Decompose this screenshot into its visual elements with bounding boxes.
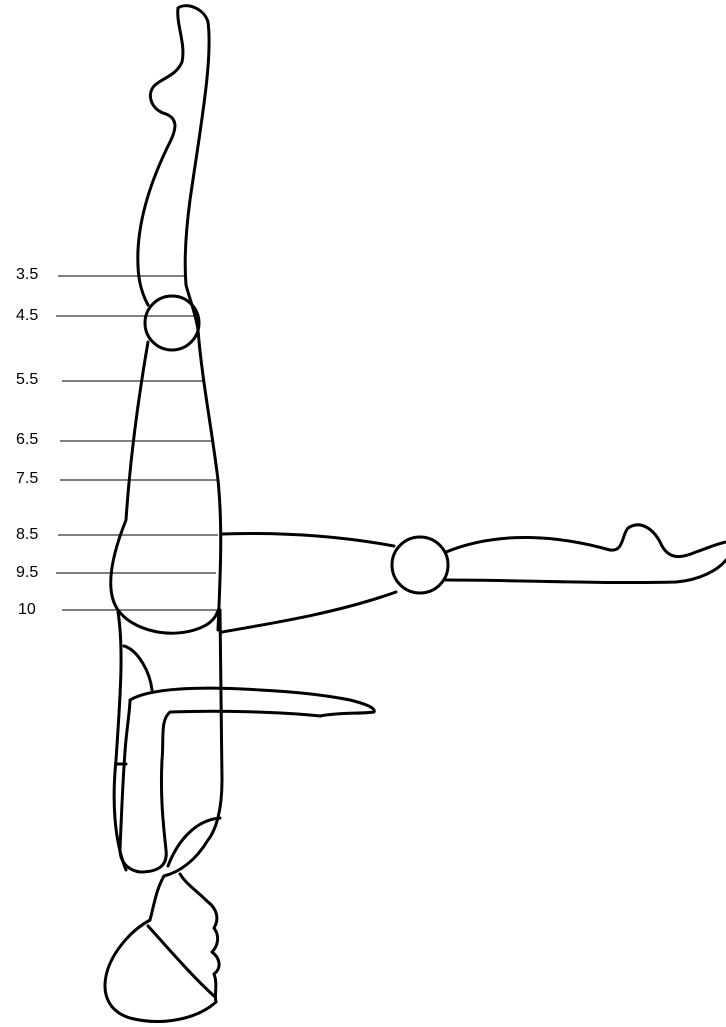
horizontal-foot-bottom-outline bbox=[446, 560, 726, 583]
measurement-label: 9.5 bbox=[16, 564, 38, 581]
measurement-mark: 3.5 bbox=[16, 266, 186, 283]
upper-knee-circle bbox=[145, 296, 199, 350]
measurement-label: 10 bbox=[18, 601, 36, 618]
measurement-label: 4.5 bbox=[16, 307, 38, 324]
horizontal-foot-top-outline bbox=[446, 525, 726, 557]
hair-part-outline bbox=[148, 926, 214, 996]
measurement-label: 3.5 bbox=[16, 266, 38, 283]
neck-outline bbox=[150, 876, 164, 920]
measurement-mark: 5.5 bbox=[16, 371, 204, 388]
measurement-label: 8.5 bbox=[16, 526, 38, 543]
measurement-label: 5.5 bbox=[16, 371, 38, 388]
arm-outline bbox=[120, 688, 374, 872]
hip-outline bbox=[124, 646, 152, 690]
horizontal-leg-bottom-outline bbox=[222, 592, 396, 632]
upper-thigh-outline-left bbox=[111, 342, 218, 633]
measurement-mark: 7.5 bbox=[16, 470, 218, 487]
arm bbox=[120, 688, 374, 872]
measurement-mark: 6.5 bbox=[16, 431, 214, 448]
horizontal-leg-top-outline bbox=[222, 534, 394, 547]
hair-outline bbox=[105, 920, 216, 1021]
measurement-label: 6.5 bbox=[16, 431, 38, 448]
torso-right-outline bbox=[164, 610, 222, 876]
measurement-mark: 9.5 bbox=[16, 564, 216, 581]
horizontal-leg bbox=[222, 525, 726, 632]
measurement-mark: 4.5 bbox=[16, 307, 196, 324]
lower-knee-circle bbox=[392, 537, 448, 593]
raised-foot-heel-outline bbox=[138, 8, 183, 305]
measurement-marks: 3.5 4.5 5.5 6.5 7.5 8.5 9.5 10 bbox=[16, 266, 218, 618]
torso bbox=[114, 610, 222, 876]
measurement-mark: 8.5 bbox=[16, 526, 218, 543]
measurement-label: 7.5 bbox=[16, 470, 38, 487]
raised-leg bbox=[111, 6, 221, 634]
head bbox=[105, 874, 219, 1021]
